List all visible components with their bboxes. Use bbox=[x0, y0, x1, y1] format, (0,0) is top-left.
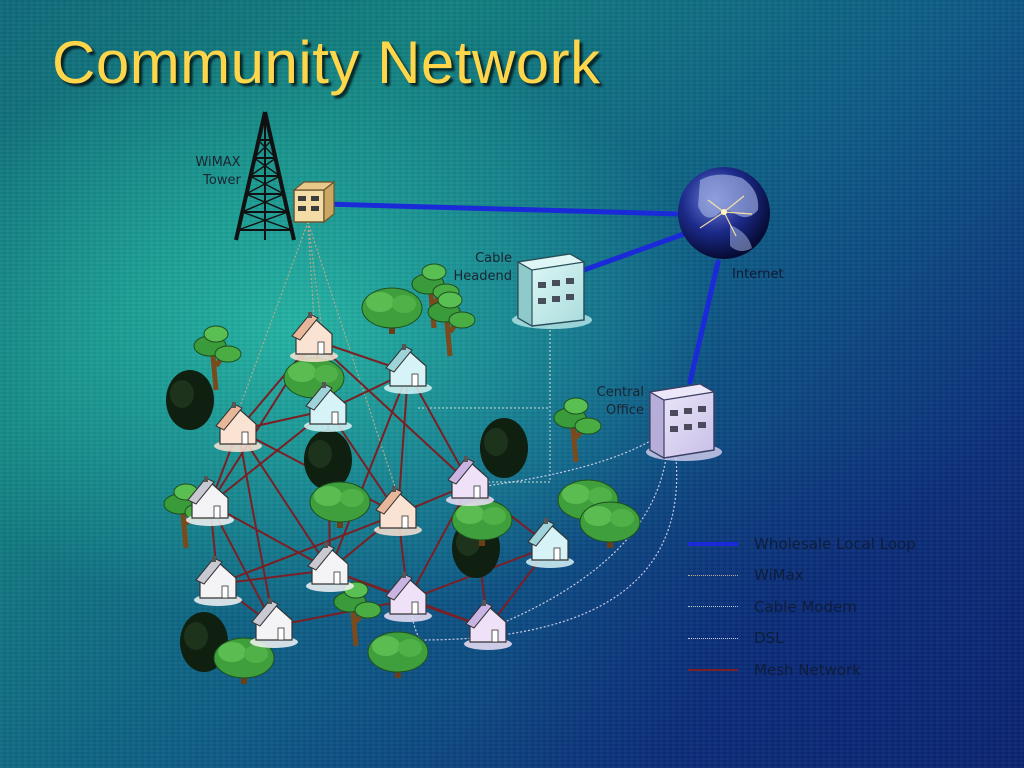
legend-item-dsl: DSL bbox=[688, 623, 948, 655]
tree-icon bbox=[309, 481, 371, 528]
tree-icon bbox=[553, 397, 602, 463]
wholesale-loop-links bbox=[321, 201, 721, 385]
legend-item-wholesale-local-loop: Wholesale Local Loop bbox=[688, 528, 948, 560]
wimax-link bbox=[307, 221, 399, 497]
tree-icon bbox=[166, 370, 214, 430]
central-office-building-icon[interactable] bbox=[646, 383, 722, 461]
legend-label: DSL bbox=[754, 629, 784, 648]
wholesale-loop-link bbox=[581, 231, 687, 273]
house-icon[interactable] bbox=[446, 456, 494, 506]
house-icon[interactable] bbox=[194, 556, 242, 606]
wimax-tower-label-line2: Tower bbox=[202, 173, 241, 188]
legend-swatch-dsl bbox=[688, 637, 738, 639]
wimax-links bbox=[237, 221, 399, 497]
legend-swatch-mesh-network bbox=[688, 668, 738, 671]
house-icon[interactable] bbox=[290, 312, 338, 362]
house-icon[interactable] bbox=[250, 598, 298, 648]
dsl-link bbox=[411, 457, 678, 641]
tree-icon bbox=[361, 287, 423, 334]
mesh-link bbox=[217, 569, 331, 585]
cable-headend-building-icon[interactable] bbox=[512, 253, 592, 329]
house-icon[interactable] bbox=[214, 402, 262, 452]
tree-icon bbox=[333, 581, 382, 647]
tree-icon bbox=[367, 631, 429, 678]
legend-label: Mesh Network bbox=[754, 660, 861, 679]
tree-icon bbox=[480, 418, 528, 478]
legend-item-wimax: WiMax bbox=[688, 560, 948, 592]
wimax-tower-label-line1: WiMAX bbox=[195, 155, 240, 170]
dsl-links bbox=[411, 439, 678, 641]
legend-item-cable-modem: Cable Modem bbox=[688, 591, 948, 623]
wholesale-loop-link bbox=[321, 201, 683, 217]
house-icon[interactable] bbox=[186, 476, 234, 526]
house-icon[interactable] bbox=[464, 600, 512, 650]
tree-icon bbox=[193, 325, 242, 391]
legend-label: Wholesale Local Loop bbox=[754, 534, 916, 553]
wimax-link bbox=[237, 221, 309, 413]
tree-icon bbox=[451, 499, 513, 546]
houses bbox=[186, 312, 574, 650]
legend-item-mesh-network: Mesh Network bbox=[688, 654, 948, 686]
house-icon[interactable] bbox=[526, 518, 574, 568]
legend-swatch-wimax bbox=[688, 574, 738, 576]
house-icon[interactable] bbox=[306, 542, 354, 592]
tree-icon bbox=[411, 263, 460, 329]
legend: Wholesale Local Loop WiMax Cable Modem D… bbox=[688, 528, 948, 686]
dsl-link bbox=[499, 457, 667, 625]
dsl-link bbox=[485, 439, 653, 487]
slide-title: Community Network bbox=[52, 29, 601, 96]
wimax-base-station-icon[interactable] bbox=[292, 180, 336, 224]
mesh-link bbox=[273, 599, 409, 627]
mesh-link bbox=[237, 429, 275, 627]
tree-icon bbox=[304, 430, 352, 490]
legend-label: WiMax bbox=[754, 566, 804, 585]
legend-label: Cable Modem bbox=[754, 597, 857, 616]
internet-label: Internet bbox=[732, 267, 784, 282]
tree-icon bbox=[579, 501, 641, 548]
wimax-link bbox=[307, 221, 315, 323]
house-icon[interactable] bbox=[304, 382, 352, 432]
tree-icon bbox=[427, 291, 476, 357]
cable-modem-links bbox=[418, 326, 551, 483]
central-office-label-line1: Central bbox=[597, 385, 644, 400]
cable-headend-label-line1: Cable bbox=[475, 251, 512, 266]
wimax-tower-icon[interactable] bbox=[234, 111, 296, 241]
legend-swatch-cable-modem bbox=[688, 606, 738, 608]
central-office-label-line2: Office bbox=[606, 403, 644, 418]
internet-globe-icon[interactable] bbox=[678, 167, 770, 259]
cable-headend-label-line2: Headend bbox=[454, 269, 512, 284]
house-icon[interactable] bbox=[384, 344, 432, 394]
house-icon[interactable] bbox=[374, 486, 422, 536]
mesh-link bbox=[217, 513, 399, 585]
wholesale-loop-link bbox=[687, 259, 721, 385]
wimax-link bbox=[307, 221, 331, 393]
house-icon[interactable] bbox=[384, 572, 432, 622]
mesh-link bbox=[209, 503, 331, 571]
legend-swatch-wholesale-local-loop bbox=[688, 541, 738, 546]
cable-modem-link bbox=[418, 326, 551, 409]
tree-icon bbox=[213, 637, 275, 684]
